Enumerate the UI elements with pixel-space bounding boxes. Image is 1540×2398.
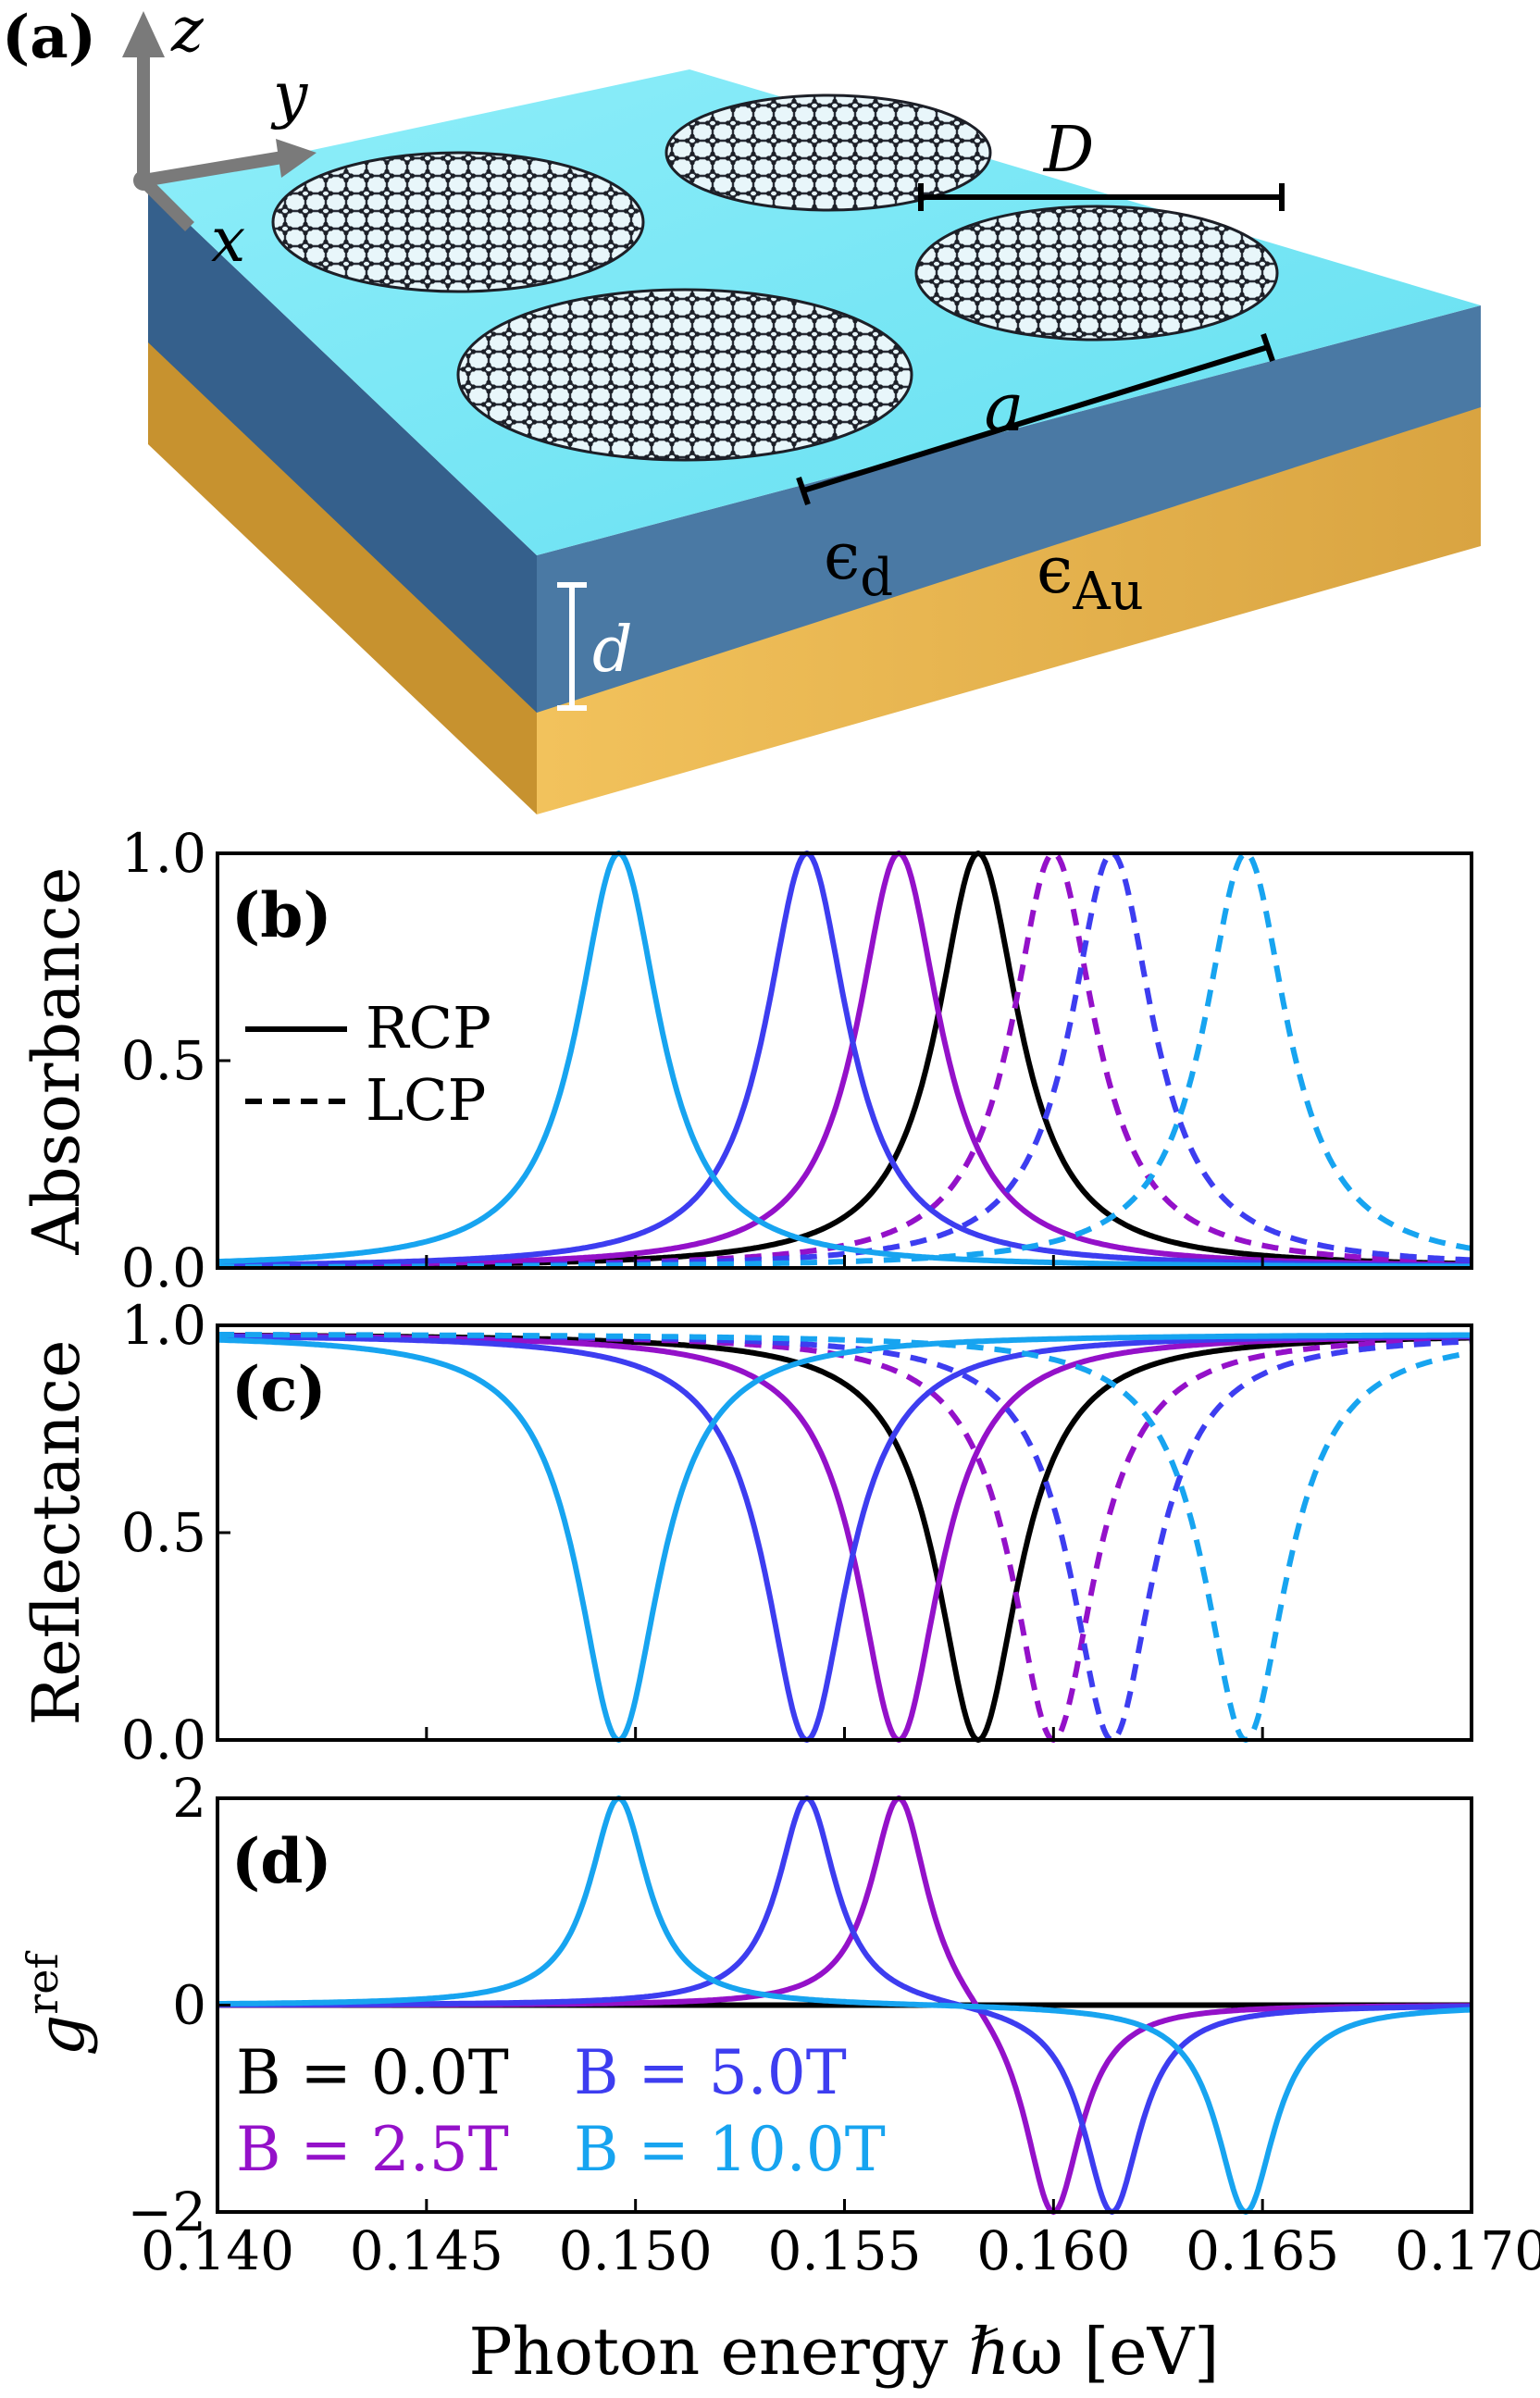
- y-axis-label: Reflectance: [19, 1339, 94, 1725]
- label-d: d: [592, 614, 633, 687]
- y-tick-label: 0: [172, 1974, 206, 2037]
- x-tick-label: 0.155: [767, 2219, 921, 2282]
- y-axis-label: Absorbance: [19, 866, 94, 1255]
- legend-entry-b5: B = 5.0T: [574, 2037, 847, 2108]
- y-tick-labels: 0.0 0.5 1.0: [121, 822, 230, 1299]
- y-tick-label: −2: [128, 2181, 207, 2243]
- axis-label-x: x: [211, 205, 245, 276]
- graphene-disk: [271, 151, 645, 293]
- series-line-lcp: [217, 1332, 1472, 1744]
- reflectance-curves: [217, 1332, 1472, 1744]
- panel-label-d: (d): [231, 1825, 332, 1897]
- panel-c-reflectance: 0.0 0.5 1.0 Reflectance (c): [19, 1294, 1473, 1771]
- series-line-lcp: [217, 1332, 1472, 1744]
- legend-entry-b10: B = 10.0T: [574, 2114, 886, 2185]
- graphene-disk: [914, 205, 1279, 342]
- y-tick-label: 0.5: [121, 1501, 206, 1564]
- panel-label-b: (b): [231, 879, 332, 951]
- label-D: D: [1042, 114, 1095, 187]
- x-tick-labels: 0.140 0.145 0.150 0.155 0.160 0.165 0.170: [141, 2199, 1540, 2282]
- legend-label-lcp: LCP: [366, 1066, 486, 1134]
- x-tick-label: 0.165: [1186, 2219, 1339, 2282]
- legend-label-rcp: RCP: [366, 994, 491, 1062]
- diameter-scale-bar: [918, 183, 1285, 211]
- axis-label-z: z: [170, 0, 205, 66]
- y-tick-label: 0.5: [121, 1029, 206, 1092]
- gold-substrate-side: [537, 398, 1481, 814]
- x-tick-label: 0.145: [350, 2219, 503, 2282]
- x-tick-marks: [216, 1727, 1473, 1740]
- y-tick-labels: 0.0 0.5 1.0: [121, 1294, 230, 1771]
- series-line-g-ref: [217, 1795, 1472, 2216]
- graphene-disk: [456, 288, 913, 462]
- x-tick-marks: [216, 1255, 1473, 1268]
- y-tick-label: 1.0: [121, 1294, 206, 1357]
- panel-b-absorbance: 0.0 0.5 1.0 Absorbance (b) RCP LCP: [19, 822, 1473, 1299]
- g-ref-curves: [217, 1795, 1472, 2216]
- legend-entry-b0: B = 0.0T: [236, 2037, 509, 2108]
- y-tick-label: 1.0: [121, 822, 206, 885]
- y-axis-label: gref: [18, 1951, 99, 2056]
- y-tick-label: 0.0: [121, 1236, 206, 1299]
- x-tick-label: 0.160: [976, 2219, 1130, 2282]
- series-line-rcp: [217, 1332, 1472, 1744]
- x-axis-label: Photon energy ℏω [eV]: [469, 2314, 1220, 2390]
- axis-label-y: y: [270, 59, 308, 130]
- legend: B = 0.0T B = 5.0T B = 2.5T B = 10.0T: [236, 2037, 886, 2185]
- thickness-indicator: [557, 582, 587, 711]
- panel-label-c: (c): [231, 1353, 327, 1425]
- legend-entry-b25: B = 2.5T: [236, 2114, 509, 2185]
- series-line-rcp: [217, 1332, 1472, 1744]
- series-line-lcp: [217, 1332, 1472, 1744]
- x-tick-label: 0.140: [141, 2219, 294, 2282]
- series-line-rcp: [217, 1333, 1472, 1744]
- dielectric-side-face: [537, 305, 1481, 713]
- legend: RCP LCP: [245, 994, 491, 1134]
- y-tick-label: 0.0: [121, 1708, 206, 1771]
- x-tick-label: 0.170: [1395, 2219, 1540, 2282]
- coordinate-axes: [122, 11, 317, 231]
- series-line-g-ref: [217, 1795, 1472, 2216]
- panel-d-g-ref: −2 0 2 0.140 0.145 0.150 0.155 0.160 0.165 0.170…: [18, 1767, 1540, 2390]
- panel-a-schematic: D a ϵd ϵAu d z: [2, 0, 1481, 814]
- lattice-scale-bar: [796, 333, 1275, 505]
- label-eps-d: ϵd: [824, 518, 893, 608]
- x-tick-label: 0.150: [559, 2219, 713, 2282]
- y-tick-labels: −2 0 2: [128, 1767, 230, 2243]
- plot-frame: [216, 1323, 1473, 1742]
- y-tick-label: 2: [172, 1767, 206, 1830]
- label-a: a: [985, 368, 1025, 446]
- graphene-disk: [664, 93, 992, 212]
- series-line-rcp: [217, 1333, 1472, 1744]
- label-eps-au: ϵAu: [1037, 532, 1144, 622]
- panel-label-a: (a): [2, 3, 96, 72]
- dielectric-front-face: [148, 185, 537, 713]
